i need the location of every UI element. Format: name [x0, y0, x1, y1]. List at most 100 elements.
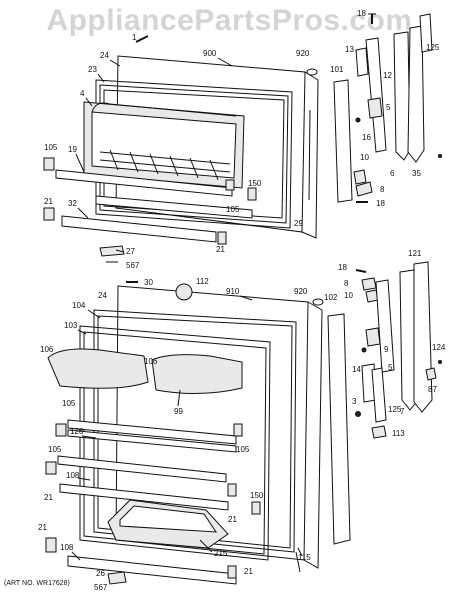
freezer-door-assembly [43, 35, 319, 263]
art-number: (ART NO. WR17628) [4, 580, 70, 587]
callout-12: 12 [383, 71, 392, 80]
freezer-retainer-21-left [43, 207, 55, 221]
ff-shelf-bar-bottom [67, 555, 237, 585]
callout-3: 3 [352, 397, 357, 406]
callout-21f: 21 [244, 567, 253, 576]
gasket-strip-115 [295, 551, 301, 573]
callout-26: 26 [96, 569, 105, 578]
ff-door-gasket [93, 309, 297, 553]
freezer-retainer-21-right [217, 231, 227, 245]
leader-215 [199, 539, 213, 553]
callout-21a: 21 [44, 197, 53, 206]
callout-105d: 105 [48, 445, 62, 454]
callout-125b: 125 [388, 405, 402, 414]
callout-105e: 105 [236, 445, 250, 454]
ff-retainer-105-right [233, 423, 243, 437]
leader-23 [97, 73, 105, 83]
callout-18c: 18 [338, 263, 347, 272]
callout-920b: 920 [294, 287, 308, 296]
ff-shelf-bar-108 [59, 483, 229, 511]
gasket-strip-102 [327, 313, 351, 545]
leader-900 [217, 57, 233, 67]
trim-125 [419, 13, 433, 53]
watermark-text: AppliancePartsPros.com [46, 4, 413, 37]
handle-insert-5-lower [365, 327, 381, 347]
handle-9 [375, 279, 395, 373]
ff-door-liner-inner [83, 331, 267, 555]
ff-retainer-150 [251, 501, 261, 515]
ff-door-edge [303, 301, 323, 569]
callout-8: 8 [380, 185, 385, 194]
callout-4: 4 [80, 89, 85, 98]
callout-1: 1 [132, 33, 137, 42]
handle-insert-5 [367, 97, 383, 119]
freezer-door-shelf-bin [91, 111, 237, 179]
callout-113: 113 [392, 429, 405, 438]
callout-10b: 10 [344, 291, 353, 300]
handle-35 [407, 25, 425, 163]
ff-shelf-bar-upper [67, 419, 237, 445]
leader-lines [71, 57, 303, 561]
fresh-food-door-assembly [45, 281, 351, 585]
callout-104: 104 [72, 301, 86, 310]
callout-125: 125 [426, 43, 440, 52]
callout-108a: 108 [66, 471, 80, 480]
screw-16 [355, 117, 361, 123]
leader-108b [71, 551, 81, 561]
callout-16: 16 [362, 133, 371, 142]
leader-115 [297, 547, 303, 557]
callout-10a: 10 [360, 153, 369, 162]
ff-shelf-bar-mid [57, 455, 227, 483]
callout-124: 124 [432, 343, 446, 352]
callout-labels: 1 18 900 920 24 23 4 13 12 125 101 5 16 … [38, 9, 446, 592]
plug-920-lower [312, 298, 324, 306]
grid-line-3 [109, 149, 119, 171]
grid-line-6 [169, 155, 179, 177]
callout-21e: 21 [38, 523, 47, 532]
ff-shelf-bar-126 [67, 429, 237, 453]
callout-99: 99 [174, 407, 183, 416]
lower-hinge-parts [355, 261, 442, 439]
callout-21b: 21 [216, 245, 225, 254]
callout-27: 27 [126, 247, 135, 256]
dairy-door-106-left [47, 348, 149, 389]
freezer-door-edge [301, 71, 319, 239]
callout-112: 112 [196, 277, 209, 286]
callout-910: 910 [226, 287, 240, 296]
leader-27 [115, 249, 125, 253]
callout-103: 103 [64, 321, 78, 330]
callout-567b: 567 [94, 583, 108, 592]
callout-150b: 150 [250, 491, 264, 500]
ff-door-liner [79, 325, 271, 561]
grid-line-2 [99, 151, 231, 165]
callout-87: 87 [428, 385, 437, 394]
ff-retainer-21-left [45, 461, 57, 475]
cover-112 [175, 283, 193, 301]
gasket-strip-101 [333, 79, 353, 203]
screw-16-lower [361, 347, 367, 353]
callout-5b: 5 [388, 363, 393, 372]
leader-24a [109, 59, 121, 67]
callout-18b: 18 [376, 199, 385, 208]
callout-105a: 105 [44, 143, 58, 152]
dot-124 [438, 360, 442, 364]
ff-retainer-21-bottom-left [45, 537, 57, 553]
callout-24a: 24 [100, 51, 109, 60]
callout-35: 35 [412, 169, 421, 178]
callout-102: 102 [324, 293, 338, 302]
callout-567a: 567 [126, 261, 140, 270]
grid-line-5 [149, 153, 159, 175]
leader-99 [177, 389, 181, 407]
freezer-stop-right [225, 179, 235, 191]
callout-105b: 105 [226, 205, 240, 214]
freezer-retainer-105-left [43, 157, 55, 171]
callout-18a: 18 [357, 9, 366, 18]
callout-215: 215 [214, 549, 228, 558]
callout-13: 13 [345, 45, 354, 54]
callout-115: 115 [298, 553, 311, 562]
freezer-bar-32 [61, 215, 217, 243]
callout-106a: 106 [40, 345, 54, 354]
freezer-door-edge-highlight [308, 109, 311, 201]
hinge-8-lower [361, 277, 377, 291]
